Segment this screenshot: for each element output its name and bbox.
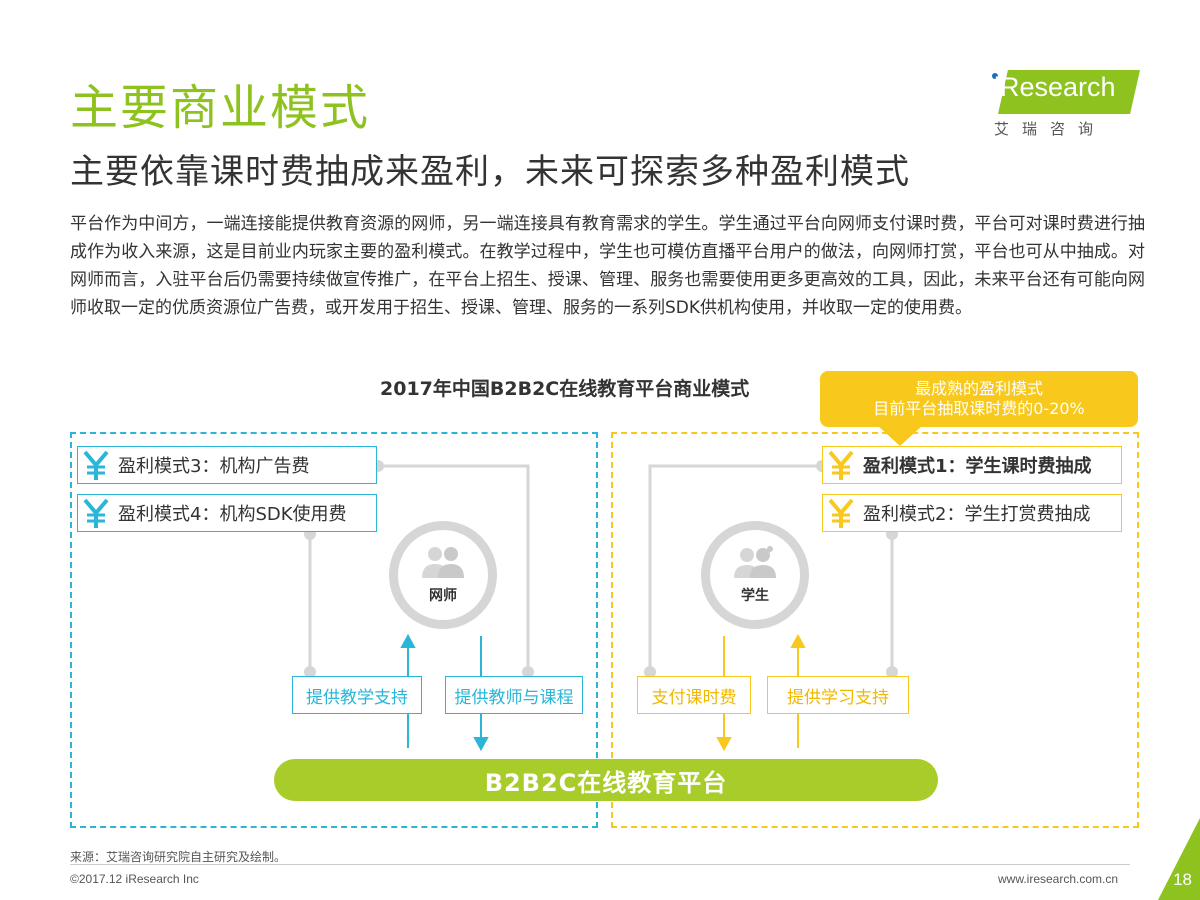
yen-icon <box>78 495 114 531</box>
teaching-support-box: 提供教学支持 <box>292 676 422 714</box>
model-4-box: 盈利模式4：机构SDK使用费 <box>77 494 377 532</box>
footer-divider <box>70 864 1130 865</box>
page-number: 18 <box>1173 870 1192 889</box>
callout-line-2: 目前平台抽取课时费的0-20% <box>873 399 1085 418</box>
model-3-label: 盈利模式3：机构广告费 <box>118 456 310 477</box>
page-subtitle: 主要依靠课时费抽成来盈利，未来可探索多种盈利模式 <box>70 152 910 192</box>
copyright: ©2017.12 iResearch Inc <box>70 872 199 886</box>
teacher-zone <box>70 432 598 828</box>
callout-pointer <box>878 426 922 446</box>
student-zone <box>611 432 1139 828</box>
source-note: 来源：艾瑞咨询研究院自主研究及绘制。 <box>70 850 287 864</box>
yen-icon <box>78 447 114 483</box>
yen-icon <box>823 447 859 483</box>
website-link[interactable]: www.iresearch.com.cn <box>998 872 1119 886</box>
student-node: 学生 <box>701 521 809 629</box>
platform-bar: B2B2C在线教育平台 <box>274 759 938 801</box>
model-1-box: 盈利模式1：学生课时费抽成 <box>822 446 1122 484</box>
diagram-title: 2017年中国B2B2C在线教育平台商业模式 <box>380 378 750 400</box>
teacher-node: 网师 <box>389 521 497 629</box>
model-3-box: 盈利模式3：机构广告费 <box>77 446 377 484</box>
body-paragraph: 平台作为中间方，一端连接能提供教育资源的网师，另一端连接具有教育需求的学生。学生… <box>70 214 1145 318</box>
student-label: 学生 <box>741 588 769 604</box>
page-title: 主要商业模式 <box>70 80 371 136</box>
logo-banner <box>998 70 1140 114</box>
pay-tuition-box: 支付课时费 <box>637 676 751 714</box>
teacher-label: 网师 <box>429 588 457 604</box>
teacher-course-box: 提供教师与课程 <box>445 676 583 714</box>
student-icon <box>732 545 778 583</box>
logo-brand: iResearch <box>994 72 1116 102</box>
iresearch-logo: iResearch 艾瑞咨询 <box>990 64 1140 138</box>
logo-dot-icon <box>992 73 998 79</box>
model-4-label: 盈利模式4：机构SDK使用费 <box>118 504 347 525</box>
model-2-box: 盈利模式2：学生打赏费抽成 <box>822 494 1122 532</box>
callout-most-mature: 最成熟的盈利模式 目前平台抽取课时费的0-20% <box>820 371 1138 427</box>
model-1-label: 盈利模式1：学生课时费抽成 <box>863 456 1092 477</box>
teacher-icon <box>420 545 466 583</box>
callout-line-1: 最成熟的盈利模式 <box>914 379 1043 398</box>
model-2-label: 盈利模式2：学生打赏费抽成 <box>863 504 1091 525</box>
logo-cn-name: 艾瑞咨询 <box>994 120 1107 138</box>
learning-support-box: 提供学习支持 <box>767 676 909 714</box>
yen-icon <box>823 495 859 531</box>
